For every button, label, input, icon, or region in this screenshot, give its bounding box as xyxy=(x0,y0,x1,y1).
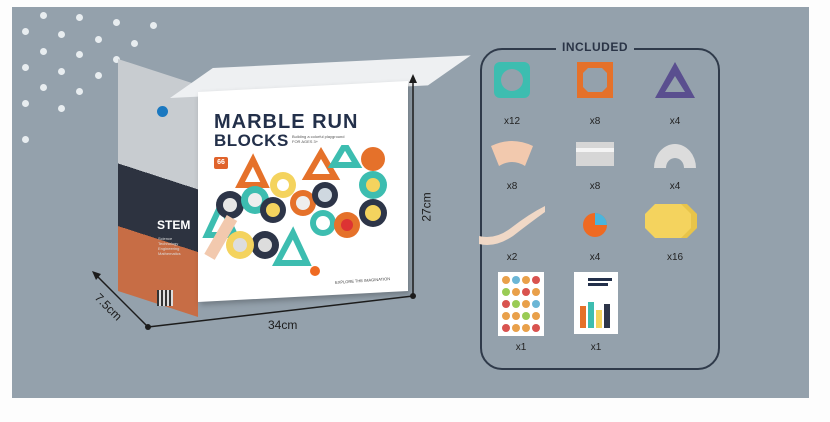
item-qty: x2 xyxy=(506,252,518,263)
item-qty: x8 xyxy=(506,181,518,192)
stem-item: Engineering xyxy=(158,246,180,251)
included-item-sticker-sheet: x1 xyxy=(491,272,551,357)
title-line-2: BLOCKS xyxy=(214,131,289,150)
title-line-1: MARBLE RUN xyxy=(214,111,359,133)
sticker-sheet-icon xyxy=(498,272,544,336)
included-item-orange-octagon: x8 xyxy=(560,58,630,138)
item-qty: x8 xyxy=(589,181,601,192)
item-qty: x4 xyxy=(669,181,681,192)
included-item-curved-track: x8 xyxy=(477,138,547,198)
item-qty: x4 xyxy=(669,116,681,127)
product-title: MARBLE RUN BLOCKS xyxy=(214,112,358,149)
width-label: 34cm xyxy=(268,318,298,332)
piece-count-badge: 66 xyxy=(214,157,228,169)
marble-run-build-illustration xyxy=(202,145,387,276)
teal-gear-icon xyxy=(494,62,530,98)
yellow-octagon-plates-icon xyxy=(645,204,697,238)
stem-item: Science xyxy=(158,236,173,241)
straight-tube-icon xyxy=(576,142,614,166)
item-qty: x8 xyxy=(589,116,601,127)
included-item-u-turn-tube: x4 xyxy=(640,138,710,198)
included-item-yellow-plates: x16 xyxy=(640,200,710,270)
included-item-purple-triangle: x4 xyxy=(640,58,710,138)
included-item-teal-gear: x12 xyxy=(477,58,547,138)
included-item-straight-tube: x8 xyxy=(560,138,630,198)
item-qty: x1 xyxy=(515,342,527,353)
item-qty: x4 xyxy=(589,252,601,263)
included-item-instruction-manual: x1 xyxy=(566,272,626,357)
instruction-manual-icon xyxy=(574,272,618,334)
qr-code-icon xyxy=(157,290,173,306)
stem-item: Technology xyxy=(158,241,179,246)
orange-octagon-icon xyxy=(577,62,613,98)
purple-triangle-icon xyxy=(655,62,695,98)
marble-icon xyxy=(583,213,607,237)
height-label: 27cm xyxy=(419,192,434,222)
included-title: INCLUDED xyxy=(556,40,634,54)
item-qty: x12 xyxy=(503,116,521,127)
item-qty: x1 xyxy=(590,342,602,353)
included-item-marble: x4 xyxy=(560,200,630,270)
curved-track-icon xyxy=(491,141,533,166)
included-item-wavy-slide: x2 xyxy=(477,200,547,270)
u-turn-tube-icon xyxy=(654,144,696,168)
brand-logo-icon xyxy=(157,106,168,117)
item-qty: x16 xyxy=(666,252,684,263)
product-subtitle: Building a colorful playground FOR AGES … xyxy=(292,134,345,144)
stem-list: Science Technology Engineering Mathemati… xyxy=(158,236,181,256)
stem-item: Mathematics xyxy=(158,251,181,256)
wavy-slide-icon xyxy=(479,206,545,245)
stem-label: STEM xyxy=(157,218,191,232)
